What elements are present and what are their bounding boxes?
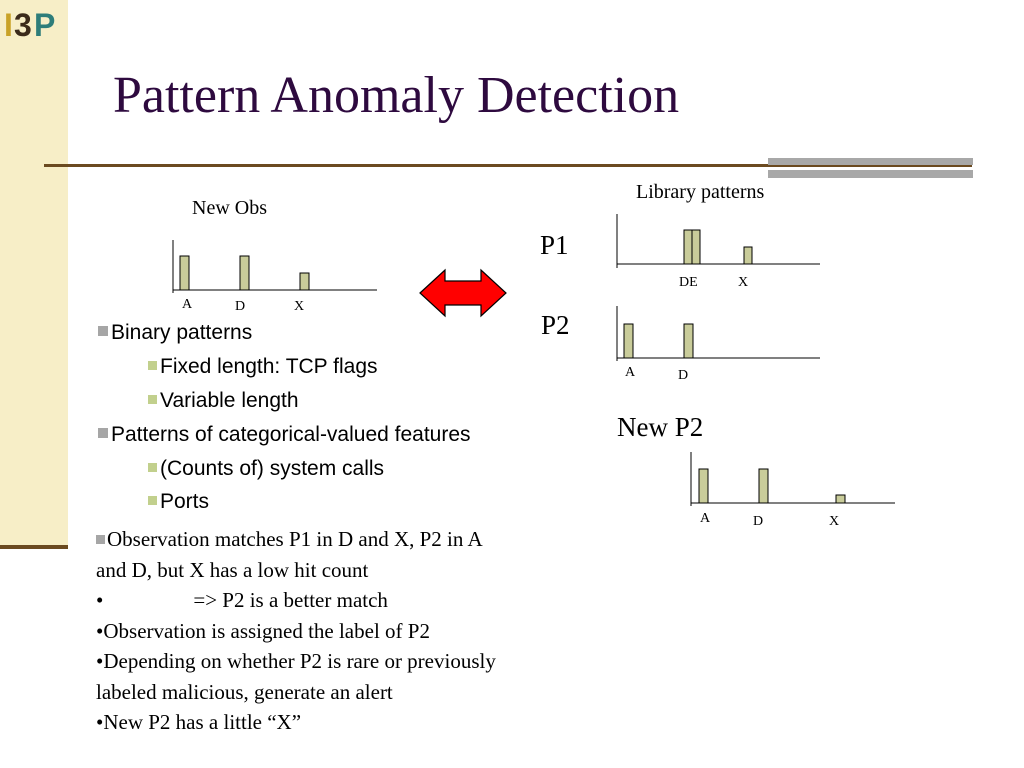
square-bullet-icon <box>98 428 108 438</box>
p2-tick-a: A <box>625 365 636 380</box>
p1-bar-e <box>691 229 701 265</box>
p1-histogram: DE X <box>616 214 820 290</box>
p2-tick-d: D <box>678 368 688 383</box>
bullet-text: Ports <box>160 490 210 513</box>
p2-bar-a <box>623 323 634 359</box>
note-line: labeled malicious, generate an alert <box>96 679 393 704</box>
p2-histogram: A D <box>616 306 820 383</box>
p1-bar-x <box>743 246 753 265</box>
new-p2-bar-a <box>698 468 709 504</box>
bullet-text: Patterns of categorical-valued features <box>111 423 471 446</box>
square-bullet-icon <box>148 395 157 404</box>
note-line: •=> P2 is a better match <box>96 588 388 612</box>
decor-gray-bar-bottom <box>768 170 973 178</box>
sub-bullet-item: (Counts of) system calls <box>148 457 384 481</box>
i3p-logo: I 3 P <box>4 7 55 42</box>
square-bullet-icon <box>98 326 108 336</box>
slide-title: Pattern Anomaly Detection <box>113 67 680 124</box>
new-obs-histogram: A D X <box>172 240 377 314</box>
bullet-item: Binary patterns <box>98 321 252 345</box>
sub-bullet-item: Ports <box>148 490 209 514</box>
new-obs-label: New Obs <box>192 197 267 219</box>
new-p2-tick-x: X <box>829 514 839 529</box>
new-p2-histogram: A D X <box>690 452 895 529</box>
note-line: and D, but X has a low hit count <box>96 557 369 582</box>
new-p2-bar-x <box>835 494 846 504</box>
square-bullet-icon <box>148 463 157 472</box>
square-bullet-icon <box>148 496 157 505</box>
square-bullet-icon <box>96 535 105 544</box>
p2-bar-d <box>683 323 694 359</box>
p1-bar-d <box>683 229 693 265</box>
double-arrow-icon <box>419 268 507 318</box>
left-accent-rule <box>0 545 68 549</box>
bullet-text: Fixed length: TCP flags <box>160 355 378 378</box>
svg-text:I: I <box>4 7 13 42</box>
bullet-item: Patterns of categorical-valued features <box>98 423 471 447</box>
p1-label: P1 <box>540 230 569 260</box>
svg-text:3: 3 <box>14 7 32 42</box>
decor-gray-bar-top <box>768 158 973 165</box>
bullet-text: (Counts of) system calls <box>160 457 385 480</box>
new-p2-label: New P2 <box>617 412 704 442</box>
svg-text:P: P <box>34 7 55 42</box>
bullet-text: Variable length <box>160 389 299 412</box>
new-obs-bar-x <box>299 272 310 291</box>
title-divider <box>44 164 972 167</box>
sub-bullet-item: Variable length <box>148 389 299 413</box>
left-accent-bar <box>0 0 68 548</box>
library-patterns-label: Library patterns <box>636 181 765 203</box>
new-obs-bar-a <box>179 255 190 291</box>
note-line: Observation matches P1 in D and X, P2 in… <box>96 524 596 555</box>
new-obs-tick-a: A <box>182 297 193 312</box>
sub-bullet-item: Fixed length: TCP flags <box>148 355 378 379</box>
note-line: •Depending on whether P2 is rare or prev… <box>96 649 496 673</box>
new-p2-tick-d: D <box>753 514 763 529</box>
p2-label: P2 <box>541 310 570 340</box>
new-obs-tick-x: X <box>294 299 304 314</box>
bullet-text: Binary patterns <box>111 321 253 344</box>
note-line: •Observation is assigned the label of P2 <box>96 618 430 643</box>
new-obs-bar-d <box>239 255 250 291</box>
note-line: •New P2 has a little “X” <box>96 710 302 734</box>
notes-block: Observation matches P1 in D and X, P2 in… <box>96 524 596 738</box>
p1-tick-de: DE <box>679 275 698 290</box>
new-p2-bar-d <box>758 468 769 504</box>
p1-tick-x: X <box>738 275 748 290</box>
new-obs-tick-d: D <box>235 299 245 314</box>
new-p2-tick-a: A <box>700 511 711 526</box>
square-bullet-icon <box>148 361 157 370</box>
